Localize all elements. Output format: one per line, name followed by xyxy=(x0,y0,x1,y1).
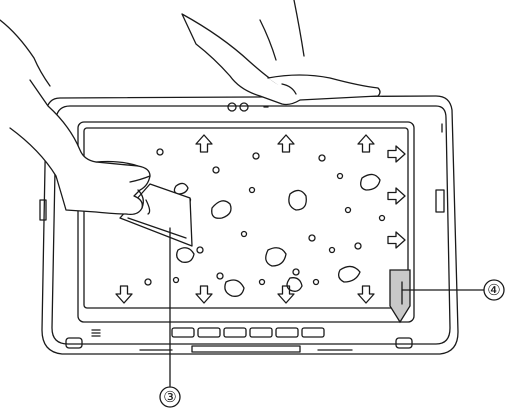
svg-text:④: ④ xyxy=(487,281,500,299)
callout-3: ③ xyxy=(160,387,180,407)
hand-icon xyxy=(182,0,380,105)
callout-4: ④ xyxy=(484,280,504,300)
svg-text:③: ③ xyxy=(163,388,176,406)
